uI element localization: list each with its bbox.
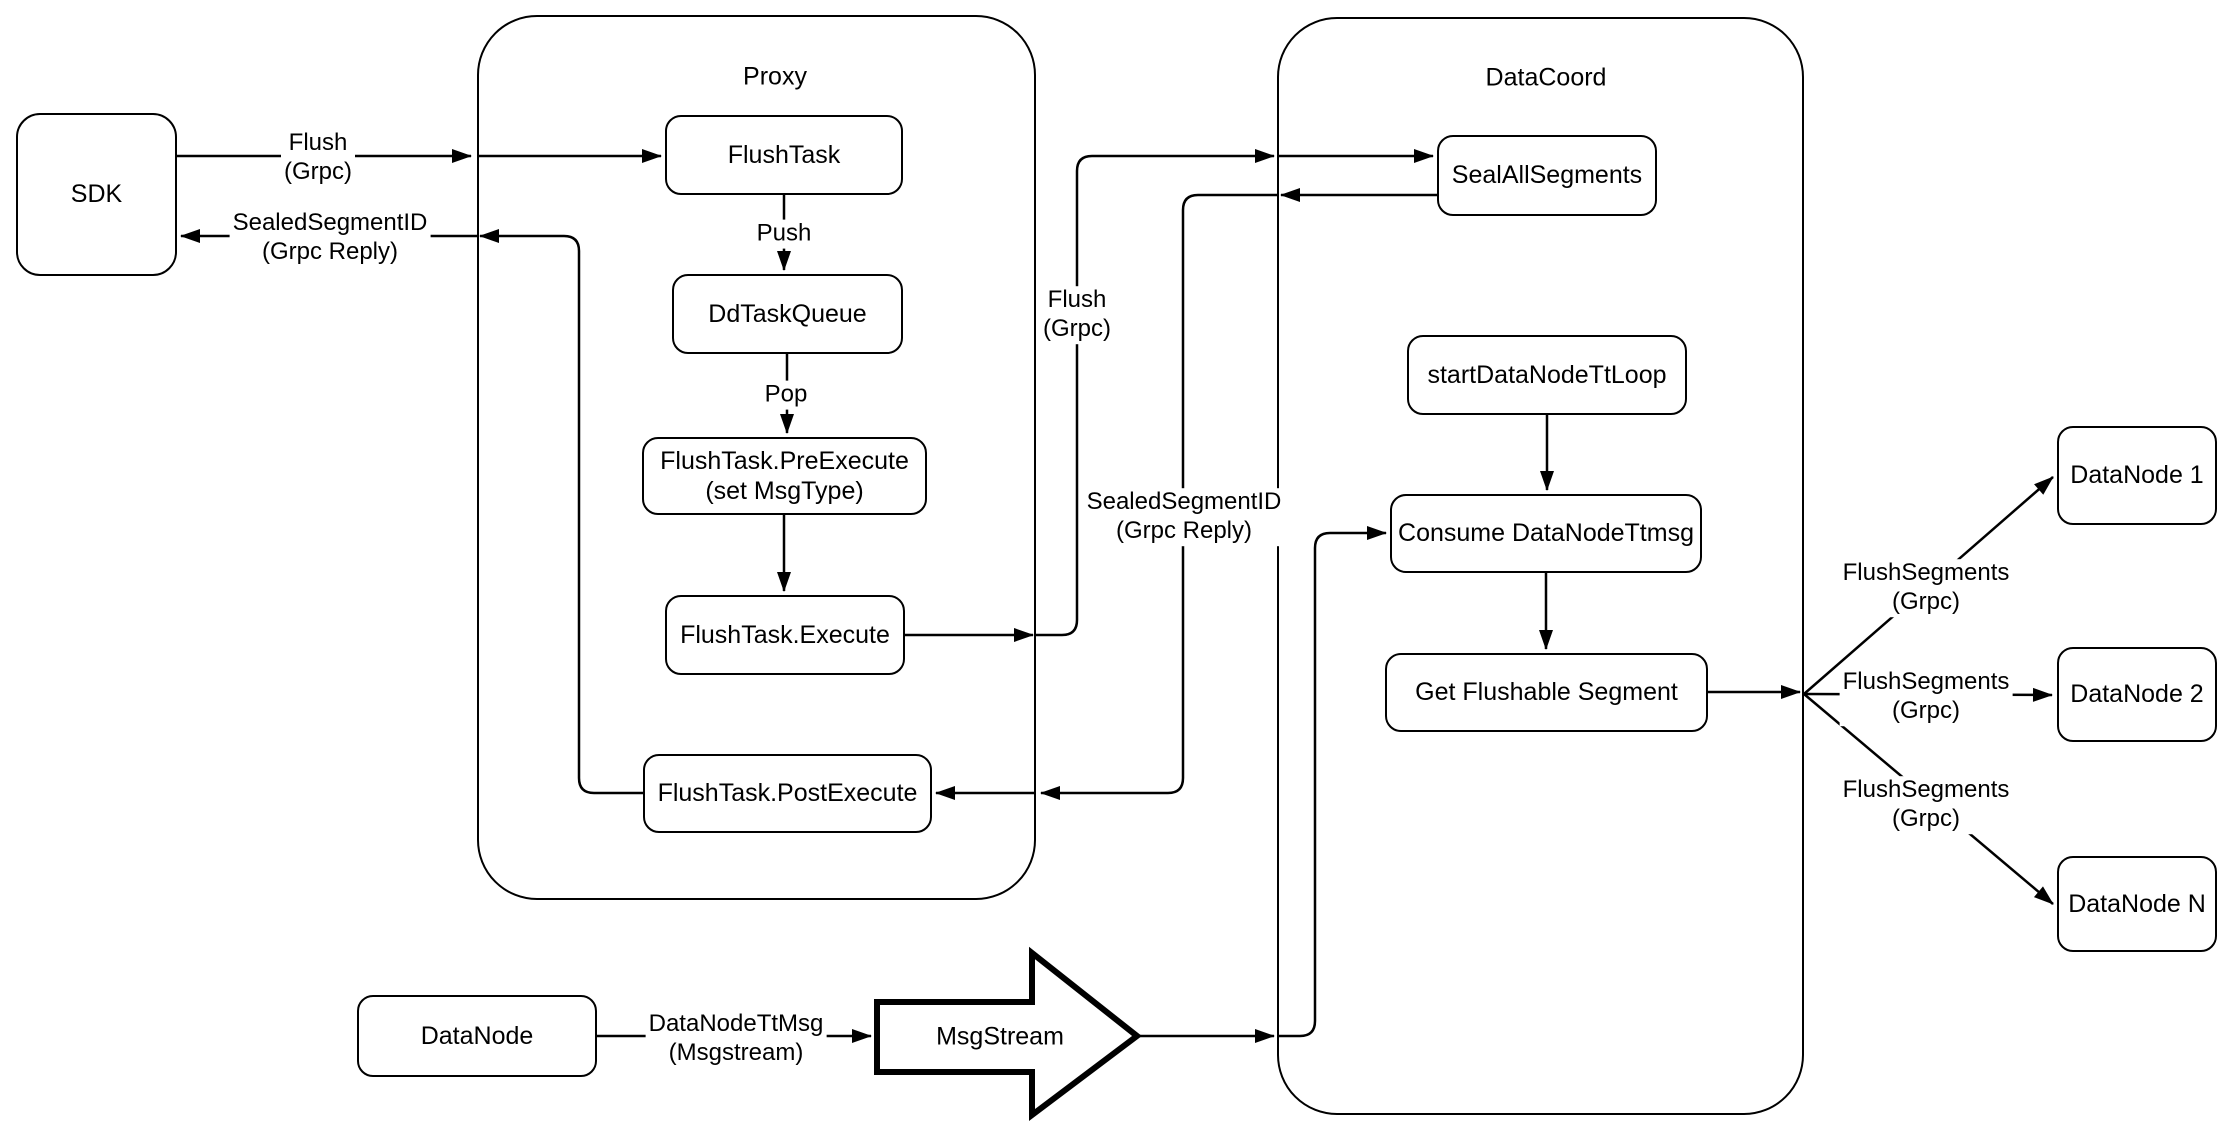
msgstream-block-arrow	[874, 946, 1142, 1122]
edge-label-line-flush-grpc-mid: (Grpc)	[1043, 315, 1111, 342]
node-startdatanodettloop: startDataNodeTtLoop	[1407, 335, 1687, 415]
edge-label-line-flush-grpc-left: (Grpc)	[284, 158, 352, 185]
edge-label-line-sealedsegmentid-mid: SealedSegmentID	[1086, 488, 1282, 516]
edge-label-line-flushsegments-3: FlushSegments	[1842, 776, 2010, 804]
container-proxy	[477, 15, 1036, 900]
edge-label-sealedsegmentid-left: SealedSegmentID(Grpc Reply)	[229, 209, 431, 267]
node-label-sdk: SDK	[70, 180, 123, 209]
node-label-datanode-source: DataNode	[420, 1021, 534, 1050]
node-flushtask-preexecute: FlushTask.PreExecute(set MsgType)	[642, 437, 927, 515]
node-flushtask: FlushTask	[665, 115, 903, 195]
edge-label-line-flush-grpc-mid: Flush	[1047, 286, 1107, 314]
edge-label-datanodettmsg: DataNodeTtMsg(Msgstream)	[645, 1010, 827, 1068]
node-label-consume-datanodettmsg: Consume DataNodeTtmsg	[1398, 519, 1694, 548]
edge-proxy-border-to-datacoord-border	[1036, 149, 1275, 637]
edge-label-pop: Pop	[761, 380, 811, 410]
node-label-flushtask-preexecute: FlushTask.PreExecute	[660, 446, 909, 475]
node-label-flushtask-preexecute: (set MsgType)	[705, 477, 864, 505]
edge-label-line-flushsegments-1: (Grpc)	[1892, 588, 1960, 615]
node-label-startdatanodettloop: startDataNodeTtLoop	[1427, 360, 1667, 389]
edge-label-line-flush-grpc-left: Flush	[288, 129, 348, 157]
node-label-ddtaskqueue: DdTaskQueue	[708, 299, 867, 328]
edge-label-push: Push	[753, 219, 815, 249]
node-sdk: SDK	[16, 113, 177, 276]
node-flushtask-execute: FlushTask.Execute	[665, 595, 905, 675]
container-title-datacoord: DataCoord	[1485, 63, 1607, 92]
node-flushtask-postexecute: FlushTask.PostExecute	[643, 754, 932, 833]
node-label-get-flushable-segment: Get Flushable Segment	[1415, 678, 1678, 707]
edge-label-flush-grpc-left: Flush(Grpc)	[281, 129, 355, 187]
edge-label-flush-grpc-mid: Flush(Grpc)	[1040, 286, 1114, 344]
edge-label-line-push: Push	[756, 219, 812, 247]
node-label-flushtask: FlushTask	[727, 140, 841, 169]
edge-label-line-sealedsegmentid-left: SealedSegmentID	[232, 209, 428, 237]
container-datacoord	[1277, 17, 1804, 1115]
edge-label-line-datanodettmsg: DataNodeTtMsg	[648, 1010, 824, 1038]
node-datanode-2: DataNode 2	[2057, 647, 2217, 742]
edge-label-sealedsegmentid-mid: SealedSegmentID(Grpc Reply)	[1083, 488, 1285, 546]
edge-label-line-sealedsegmentid-mid: (Grpc Reply)	[1115, 517, 1253, 544]
node-label-datanode-n: DataNode N	[2068, 889, 2206, 918]
node-label-flushtask-execute: FlushTask.Execute	[680, 620, 890, 649]
edge-label-line-pop: Pop	[764, 380, 808, 408]
node-consume-datanodettmsg: Consume DataNodeTtmsg	[1390, 494, 1702, 573]
edge-label-line-flushsegments-1: FlushSegments	[1842, 559, 2010, 587]
node-get-flushable-segment: Get Flushable Segment	[1385, 653, 1708, 732]
edge-postexecute-to-proxy-border	[479, 229, 643, 795]
node-label-datanode-2: DataNode 2	[2070, 680, 2204, 709]
edge-datacoord-border-to-consume	[1277, 526, 1387, 1038]
node-ddtaskqueue: DdTaskQueue	[672, 274, 903, 354]
container-title-proxy: Proxy	[743, 62, 807, 91]
node-label-datanode-1: DataNode 1	[2070, 461, 2204, 490]
edge-label-flushsegments-1: FlushSegments(Grpc)	[1839, 559, 2013, 617]
node-sealallsegments: SealAllSegments	[1437, 135, 1657, 216]
node-datanode-1: DataNode 1	[2057, 426, 2217, 525]
node-label-sealallsegments: SealAllSegments	[1451, 161, 1643, 190]
edge-label-line-flushsegments-2: FlushSegments	[1842, 668, 2010, 696]
edge-label-flushsegments-3: FlushSegments(Grpc)	[1839, 776, 2013, 834]
edge-label-line-datanodettmsg: (Msgstream)	[668, 1039, 804, 1066]
edge-label-line-flushsegments-3: (Grpc)	[1892, 805, 1960, 832]
edge-label-line-flushsegments-2: (Grpc)	[1892, 697, 1960, 724]
node-datanode-source: DataNode	[357, 995, 597, 1077]
msgstream-label: MsgStream	[936, 1022, 1064, 1051]
node-datanode-n: DataNode N	[2057, 856, 2217, 952]
edge-label-line-sealedsegmentid-left: (Grpc Reply)	[261, 238, 399, 265]
node-label-flushtask-postexecute: FlushTask.PostExecute	[657, 779, 918, 808]
edge-label-flushsegments-2: FlushSegments(Grpc)	[1839, 668, 2013, 726]
